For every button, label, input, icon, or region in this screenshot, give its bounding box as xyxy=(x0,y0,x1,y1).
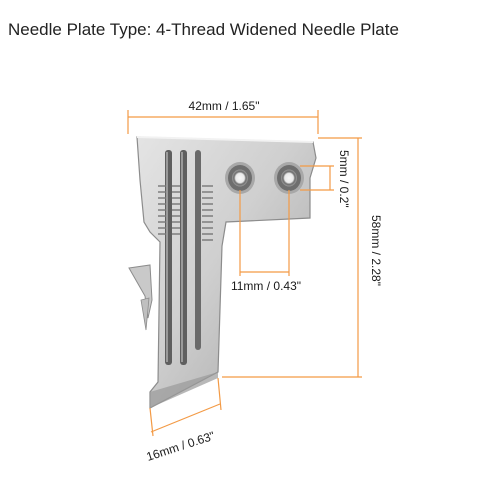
dim-hole-spacing: 11mm / 0.43" xyxy=(231,279,301,293)
dimension-lines xyxy=(127,110,362,437)
page-title: Needle Plate Type: 4-Thread Widened Need… xyxy=(8,20,399,39)
dim-bottom-width: 16mm / 0.63" xyxy=(145,429,217,464)
needle-plate xyxy=(128,136,317,409)
screw-hole-left xyxy=(225,162,255,194)
left-tooth xyxy=(128,264,153,319)
dim-width-top: 42mm / 1.65" xyxy=(189,99,260,113)
serrations xyxy=(158,185,213,241)
screw-hole-right xyxy=(274,162,304,194)
dim-height: 58mm / 2.28" xyxy=(369,215,383,286)
dim-hole-size: 5mm / 0.2" xyxy=(337,150,351,208)
slot-3 xyxy=(195,150,201,350)
